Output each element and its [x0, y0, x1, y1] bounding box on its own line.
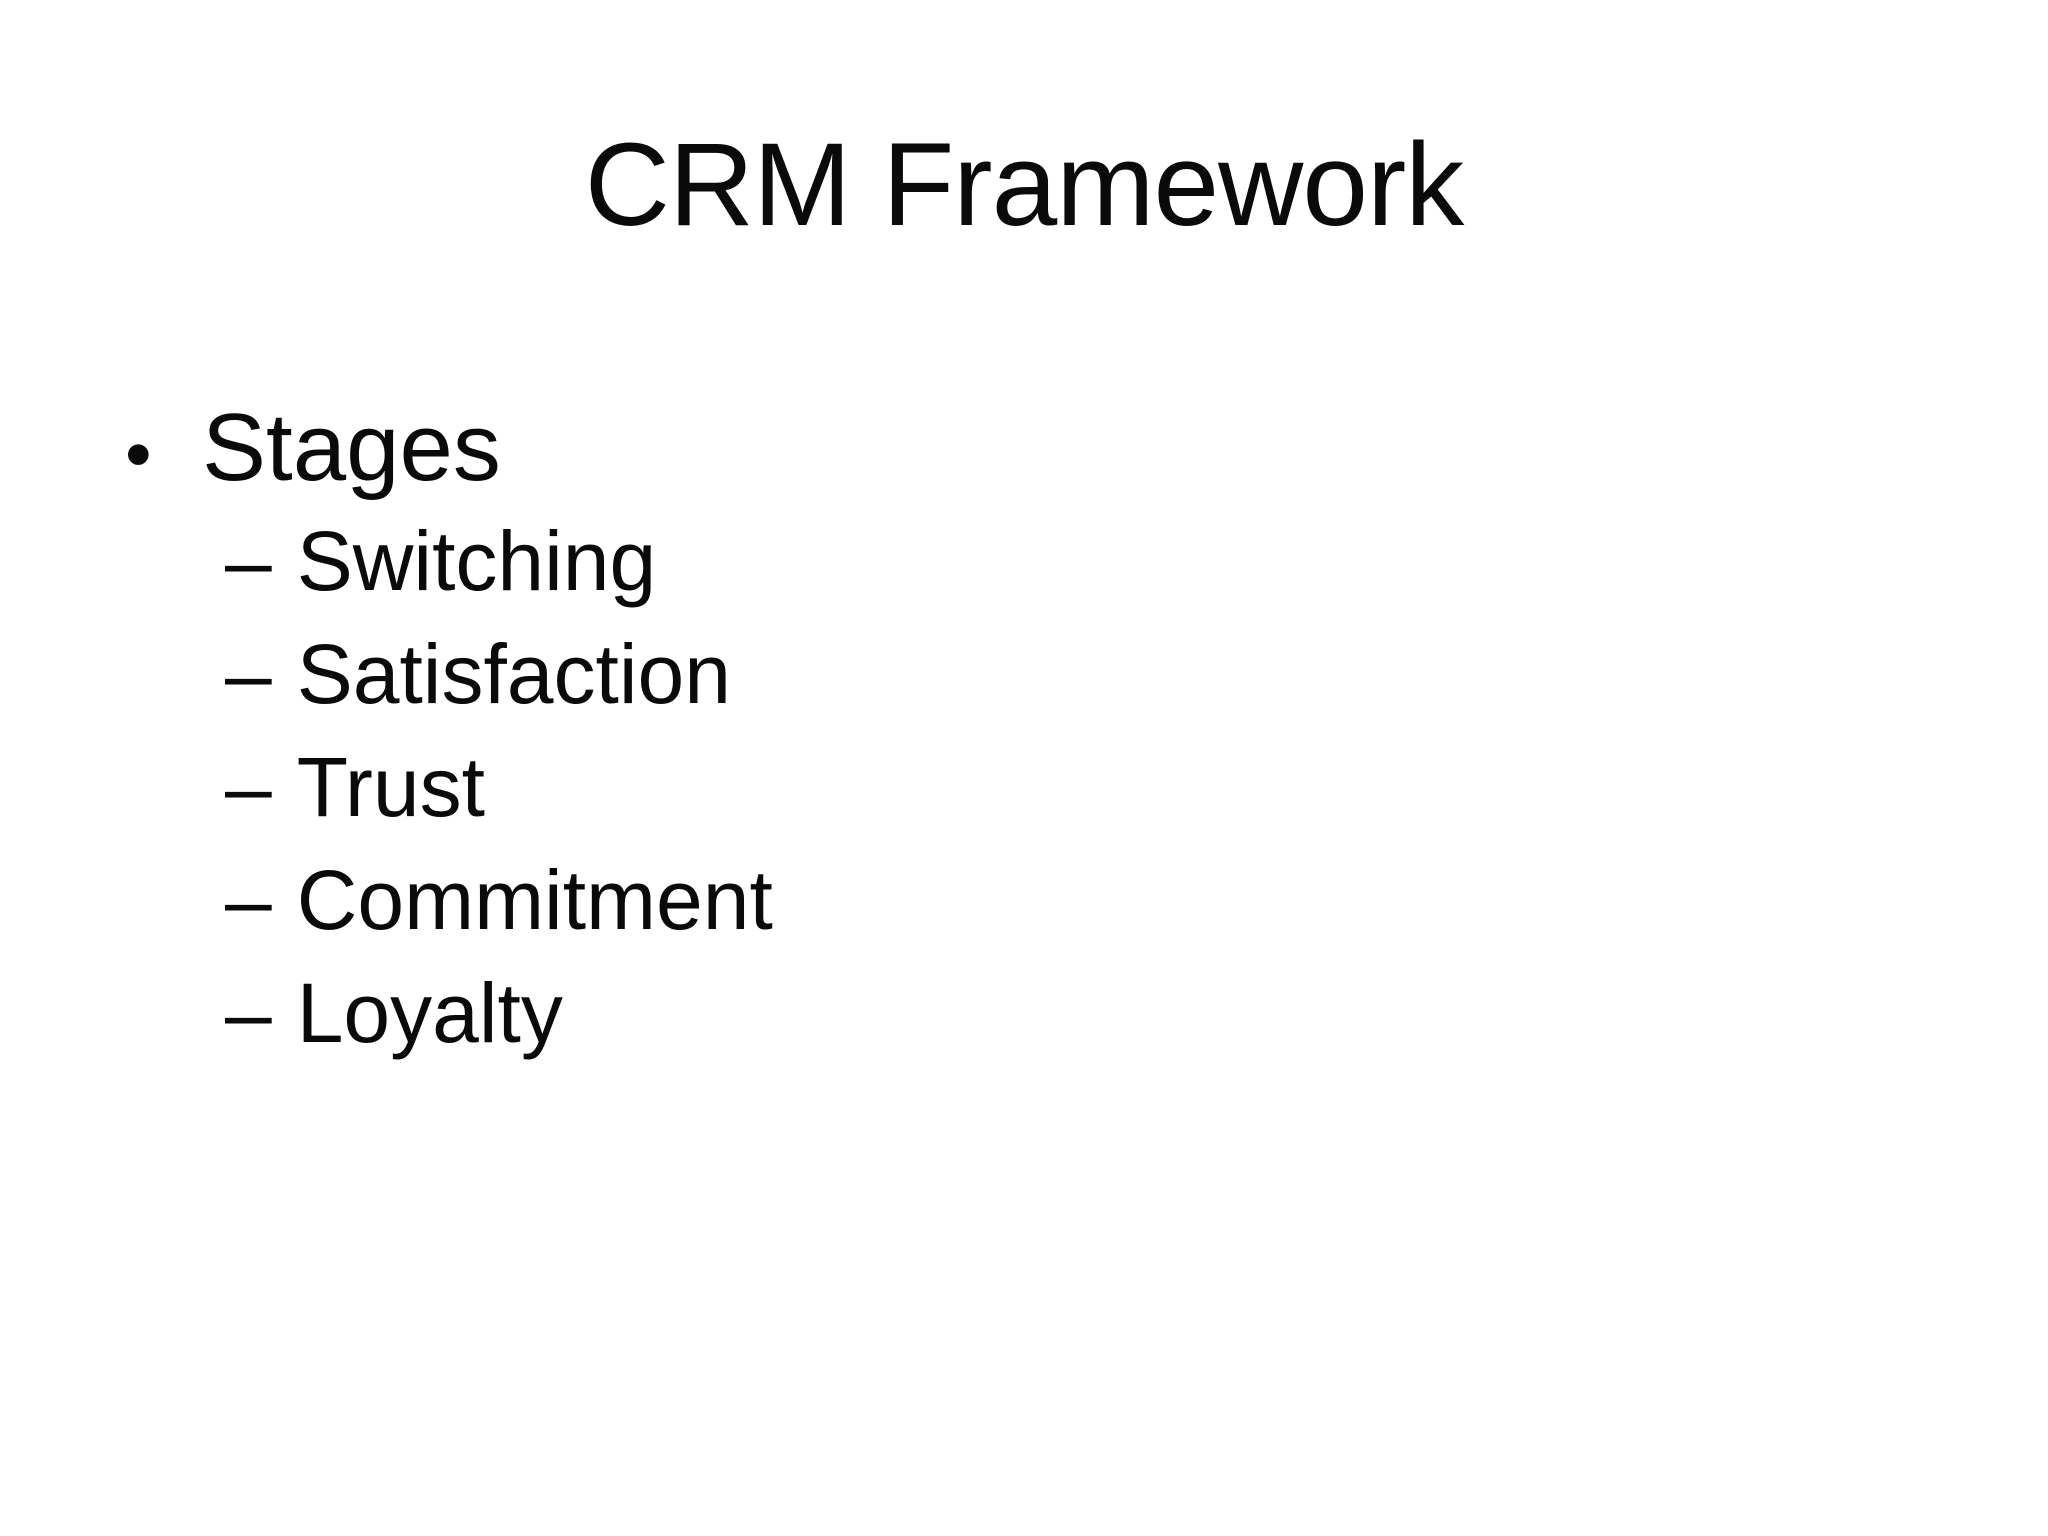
slide-title: CRM Framework [584, 119, 1465, 251]
sub-bullet-label: Loyalty [296, 966, 563, 1060]
dash-bullet-icon: – [225, 514, 272, 608]
dash-bullet-icon: – [225, 966, 272, 1060]
bullet-icon: • [125, 412, 152, 497]
sub-bullet-label: Switching [296, 514, 657, 608]
bullet-item-stages: • Stages [125, 398, 1925, 505]
dash-bullet-icon: – [225, 853, 272, 947]
bullet-item-label: Stages [202, 394, 501, 501]
slide-body: • Stages – Switching – Satisfaction – Tr… [125, 398, 1925, 1070]
dash-bullet-icon: – [225, 740, 272, 834]
sub-bullet-item: – Commitment [125, 844, 1925, 957]
sub-bullet-item: – Switching [125, 505, 1925, 618]
sub-bullet-label: Trust [296, 740, 485, 834]
sub-bullet-label: Satisfaction [296, 627, 731, 721]
dash-bullet-icon: – [225, 627, 272, 721]
sub-bullet-item: – Satisfaction [125, 618, 1925, 731]
sub-bullet-item: – Loyalty [125, 957, 1925, 1070]
sub-bullet-item: – Trust [125, 731, 1925, 844]
sub-bullet-label: Commitment [296, 853, 773, 947]
